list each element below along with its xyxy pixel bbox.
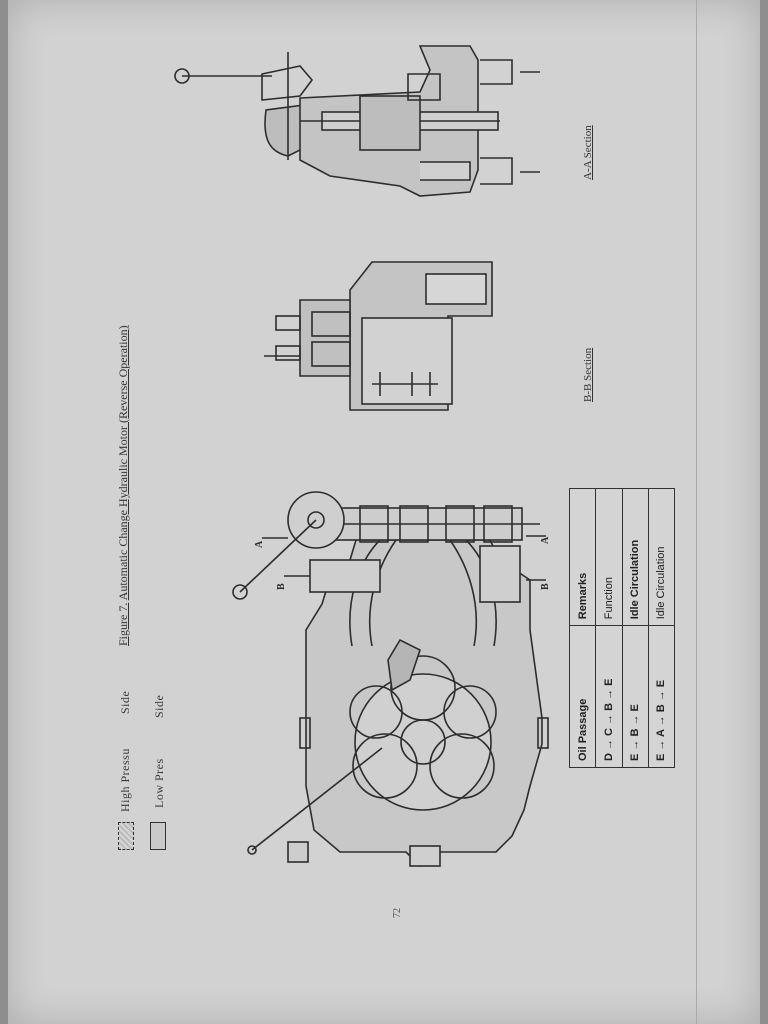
low-pressure-swatch <box>150 822 166 850</box>
oil-passage-cell: E → A → B → E <box>648 625 675 768</box>
table-header-row: Oil Passage Remarks <box>569 488 596 768</box>
motor-drawing <box>232 491 549 868</box>
oil-passage-cell: E → B → E <box>622 625 649 768</box>
marker-a-left: A <box>254 540 265 548</box>
oil-passage-cell: D → C → B → E <box>595 625 622 768</box>
page-margin-line <box>696 0 697 1024</box>
marker-b-left: B <box>276 583 287 590</box>
remark-cell: Function <box>595 488 622 626</box>
marker-a-right: A <box>540 536 551 544</box>
high-pressure-swatch <box>118 822 134 850</box>
remark-cell: Idle Circulation <box>622 488 649 626</box>
aa-section-drawing <box>174 45 540 197</box>
oil-passage-table: Oil Passage Remarks D → C → B → E Functi… <box>569 488 675 768</box>
table-row: E → A → B → E Idle Circulation <box>648 488 675 768</box>
table-row: E → B → E Idle Circulation <box>622 488 649 768</box>
remark-cell: Idle Circulation <box>648 488 675 626</box>
marker-b-right: B <box>540 583 551 590</box>
header-oil-passage: Oil Passage <box>569 625 596 768</box>
bb-section-drawing <box>264 261 493 411</box>
header-remarks: Remarks <box>569 488 596 626</box>
table-row: D → C → B → E Function <box>595 488 622 768</box>
